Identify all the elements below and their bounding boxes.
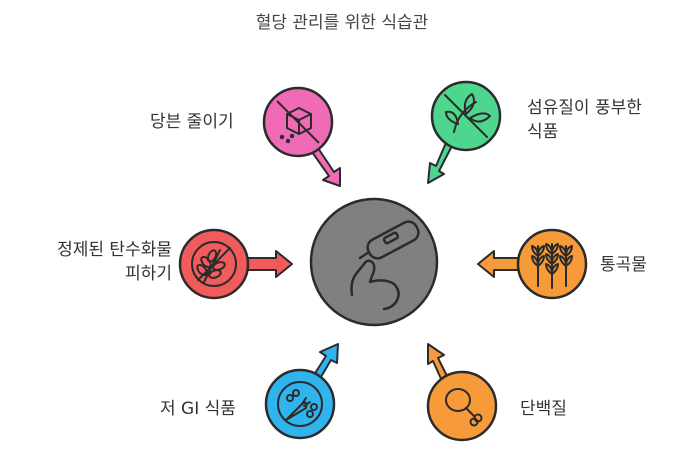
label-refined-text: 정제된 탄수화물 피하기: [57, 240, 172, 284]
label-protein: 단백질: [520, 397, 567, 421]
no-grain-icon: [191, 241, 237, 287]
center-node: [309, 197, 439, 327]
label-refined: 정제된 탄수화물 피하기: [12, 238, 172, 286]
node-protein: [426, 343, 498, 442]
node-refined: [178, 228, 293, 300]
diagram-title: 혈당 관리를 위한 식습관: [255, 13, 429, 33]
node-fiber: [427, 80, 502, 184]
meat-icon: [445, 388, 483, 427]
no-sugar-cube-icon: [276, 100, 320, 144]
arrow-whole: [477, 250, 521, 278]
label-protein-text: 단백질: [520, 399, 567, 419]
label-sugar: 당븐 줄이기: [150, 110, 234, 134]
label-lowgi: 저 GI 식품: [160, 397, 236, 421]
label-fiber: 섬유질이 풍부한 식품: [527, 96, 642, 144]
glucose-meter-icon: [350, 220, 420, 311]
wheat-icon: [531, 243, 573, 289]
label-whole-text: 통곡물: [600, 255, 647, 275]
label-whole: 통곡물: [600, 253, 647, 277]
arrow-refined: [243, 250, 293, 278]
node-lowgi: [264, 343, 339, 440]
arrow-protein: [427, 343, 449, 382]
no-plant-icon: [444, 93, 491, 138]
label-fiber-text: 섬유질이 풍부한 식품: [527, 98, 642, 142]
node-sugar: [262, 86, 341, 187]
label-lowgi-text: 저 GI 식품: [160, 399, 236, 419]
arrow-sugar: [311, 147, 341, 187]
label-sugar-text: 당븐 줄이기: [150, 112, 234, 132]
node-whole: [477, 228, 588, 300]
vegetables-icon: [277, 381, 323, 427]
